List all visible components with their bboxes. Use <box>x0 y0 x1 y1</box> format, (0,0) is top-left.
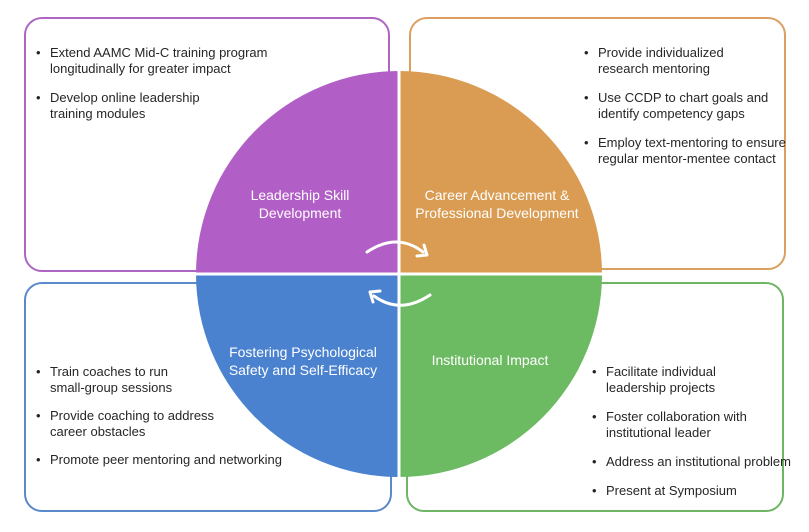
leadership-bullets: Extend AAMC Mid-C training program longi… <box>36 45 336 135</box>
list-item: Present at Symposium <box>592 483 797 499</box>
impact-bullets: Facilitate individual leadership project… <box>592 364 797 512</box>
list-item: Promote peer mentoring and networking <box>36 452 336 468</box>
impact-quadrant <box>399 274 602 477</box>
list-item: Develop online leadership training modul… <box>36 90 220 122</box>
career-label: Career Advancement & Professional Develo… <box>415 187 579 221</box>
safety-quadrant <box>196 274 399 477</box>
list-item: Train coaches to run small-group session… <box>36 364 200 396</box>
list-item: Facilitate individual leadership project… <box>592 364 756 396</box>
list-item: Use CCDP to chart goals and identify com… <box>584 90 778 122</box>
list-item: Provide individualized research mentorin… <box>584 45 748 77</box>
circular-arrows-icon <box>365 240 432 307</box>
career-bullets: Provide individualized research mentorin… <box>584 45 794 180</box>
safety-label: Fostering Psychological Safety and Self-… <box>228 344 378 378</box>
impact-label: Institutional Impact <box>431 352 549 368</box>
list-item: Extend AAMC Mid-C training program longi… <box>36 45 336 77</box>
leadership-quadrant <box>196 71 399 274</box>
list-item: Employ text-mentoring to ensure regular … <box>584 135 794 167</box>
career-quadrant <box>399 71 602 274</box>
list-item: Provide coaching to address career obsta… <box>36 408 240 440</box>
safety-bullets: Train coaches to run small-group session… <box>36 364 336 480</box>
list-item: Address an institutional problem <box>592 454 797 470</box>
list-item: Foster collaboration with institutional … <box>592 409 756 441</box>
leadership-label: Leadership Skill Development <box>250 187 350 221</box>
